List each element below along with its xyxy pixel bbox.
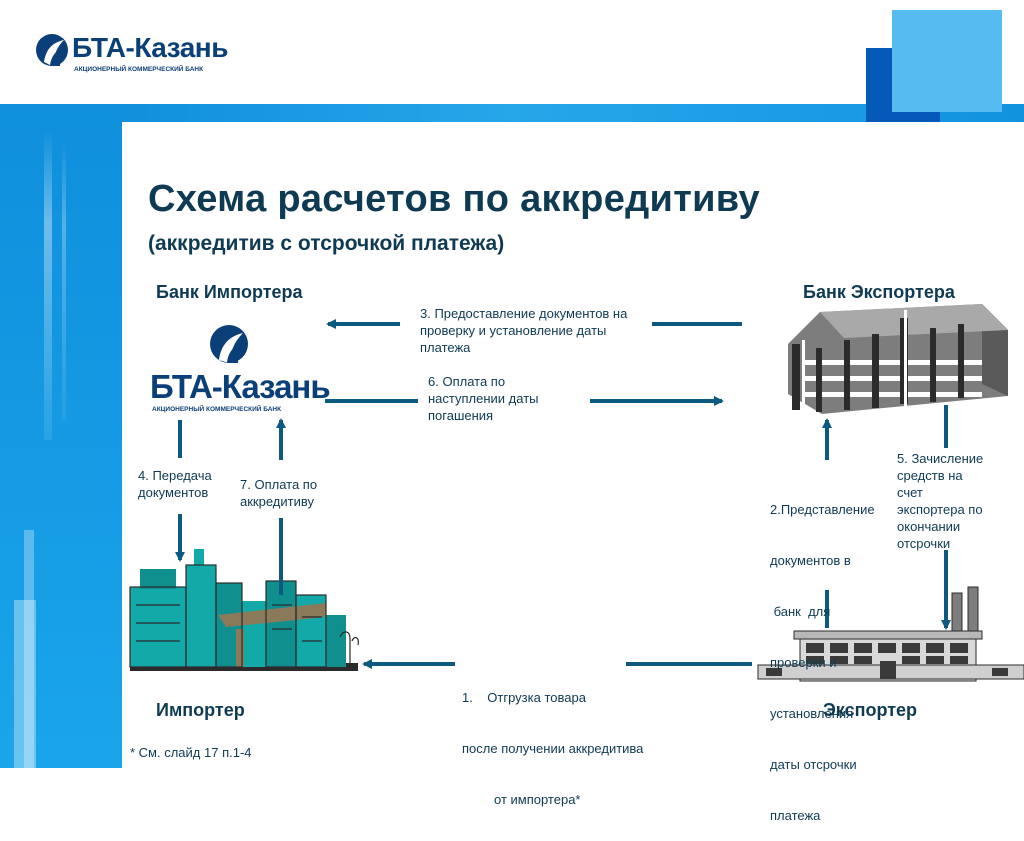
node-exporter: Экспортер — [823, 700, 918, 720]
step2-line: 2.Представление — [770, 502, 875, 517]
step4-line: 4. Передача — [138, 468, 212, 483]
importer-factory-icon — [129, 549, 359, 671]
node-importer-bank: Банк Импортера — [156, 282, 303, 302]
importer-bank-logo: БТА-Казань АКЦИОНЕРНЫЙ КОММЕРЧЕСКИЙ БАНК — [148, 322, 331, 414]
step5-label: 5. Зачисление средств на счет экспортера… — [897, 450, 983, 552]
step3-line: 3. Предоставление документов на — [420, 306, 628, 321]
step3-line: проверку и установление даты — [420, 323, 607, 338]
step1-line: 1. Отгрузка товара — [462, 690, 586, 705]
step6-line: погашения — [428, 408, 494, 423]
step6-label: 6. Оплата по наступлении даты погашения — [428, 373, 539, 424]
header-logo-name: БТА-Казань — [72, 32, 228, 63]
step7-line: аккредитиву — [240, 494, 314, 509]
step5-line: средств на — [897, 468, 963, 483]
step2-label: 2.Представление документов в банк для пр… — [770, 467, 875, 841]
exporter-factory-icon — [757, 586, 1024, 682]
step2-line: документов в — [770, 553, 851, 568]
step2-line: банк для — [770, 604, 831, 619]
step2-line: проверки и — [770, 655, 837, 670]
step6-line: 6. Оплата по — [428, 374, 506, 389]
bank-emblem-icon — [36, 34, 68, 66]
footnote: * См. слайд 17 п.1-4 — [130, 745, 252, 760]
step2-line: установления — [770, 706, 854, 721]
step1-line: от импортера* — [494, 792, 581, 807]
exporter-bank-building-icon — [788, 304, 1008, 414]
header-logo: БТА-Казань АКЦИОНЕРНЫЙ КОММЕРЧЕСКИЙ БАНК — [34, 28, 228, 84]
step1-label: 1. Отгрузка товара после получении аккре… — [462, 655, 643, 825]
step2-line: платежа — [770, 808, 821, 823]
page-subtitle: (аккредитив с отсрочкой платежа) — [148, 232, 505, 255]
step5-line: экспортера по — [897, 502, 983, 517]
step5-line: окончании — [897, 519, 961, 534]
step5-line: отсрочки — [897, 536, 951, 551]
importer-bank-logo-name: БТА-Казань — [150, 368, 331, 405]
importer-bank-logo-tagline: АКЦИОНЕРНЫЙ КОММЕРЧЕСКИЙ БАНК — [152, 406, 282, 413]
step6-line: наступлении даты — [428, 391, 539, 406]
node-importer: Импортер — [156, 700, 245, 720]
step2-line: даты отсрочки — [770, 757, 857, 772]
step3-label: 3. Предоставление документов на проверку… — [420, 305, 627, 356]
step4-label: 4. Передача документов — [138, 467, 212, 501]
step5-line: 5. Зачисление — [897, 451, 984, 466]
node-exporter-bank: Банк Экспортера — [803, 282, 955, 302]
step5-line: счет — [897, 485, 923, 500]
step4-line: документов — [138, 485, 209, 500]
step7-label: 7. Оплата по аккредитиву — [240, 476, 317, 510]
step1-line: после получении аккредитива — [462, 741, 644, 756]
page-title: Схема расчетов по аккредитиву — [148, 178, 760, 220]
bank-emblem-icon — [210, 325, 248, 363]
flow-arrows — [175, 319, 951, 669]
step7-line: 7. Оплата по — [240, 477, 318, 492]
step3-line: платежа — [420, 340, 471, 355]
header-logo-tagline: АКЦИОНЕРНЫЙ КОММЕРЧЕСКИЙ БАНК — [74, 66, 204, 73]
